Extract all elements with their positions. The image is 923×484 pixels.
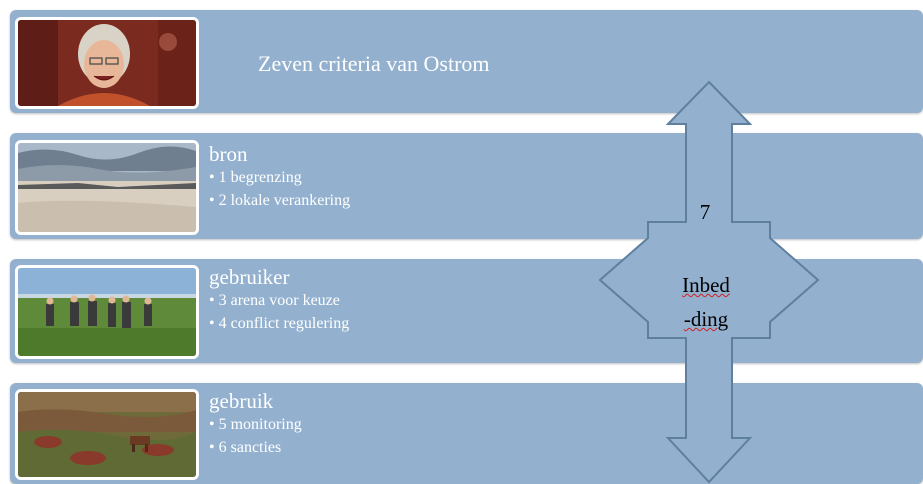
bullet-icon: • — [209, 416, 215, 433]
bullet-icon: • — [209, 292, 215, 309]
group-gebruik: gebruik •5 monitoring •6 sancties — [209, 389, 302, 459]
slide-title: Zeven criteria van Ostrom — [258, 51, 490, 76]
four-way-arrow-icon — [598, 80, 820, 484]
arrow-label: Inbed -ding — [682, 273, 730, 331]
group-heading: gebruiker — [209, 265, 290, 289]
group-bron: bron •1 begrenzing •2 lokale verankering — [209, 142, 350, 212]
portrait-photo — [15, 17, 199, 109]
group-in-field-photo — [15, 265, 199, 359]
bullet-icon: • — [209, 315, 215, 332]
arrow-number: 7 — [699, 200, 711, 224]
bullet-icon: • — [209, 192, 215, 209]
heath-grazing-photo — [15, 389, 199, 480]
bullet-icon: • — [209, 439, 215, 456]
list-item: •3 arena voor keuze — [209, 292, 340, 309]
group-heading: gebruik — [209, 389, 274, 413]
group-gebruiker: gebruiker •3 arena voor keuze •4 conflic… — [209, 265, 349, 335]
bullet-icon: • — [209, 169, 215, 186]
list-item: •6 sancties — [209, 439, 282, 456]
group-heading: bron — [209, 142, 248, 166]
beach-dunes-photo — [15, 140, 199, 235]
list-item: •4 conflict regulering — [209, 315, 350, 332]
list-item: •1 begrenzing — [209, 169, 302, 186]
list-item: •2 lokale verankering — [209, 192, 351, 209]
list-item: •5 monitoring — [209, 416, 302, 433]
